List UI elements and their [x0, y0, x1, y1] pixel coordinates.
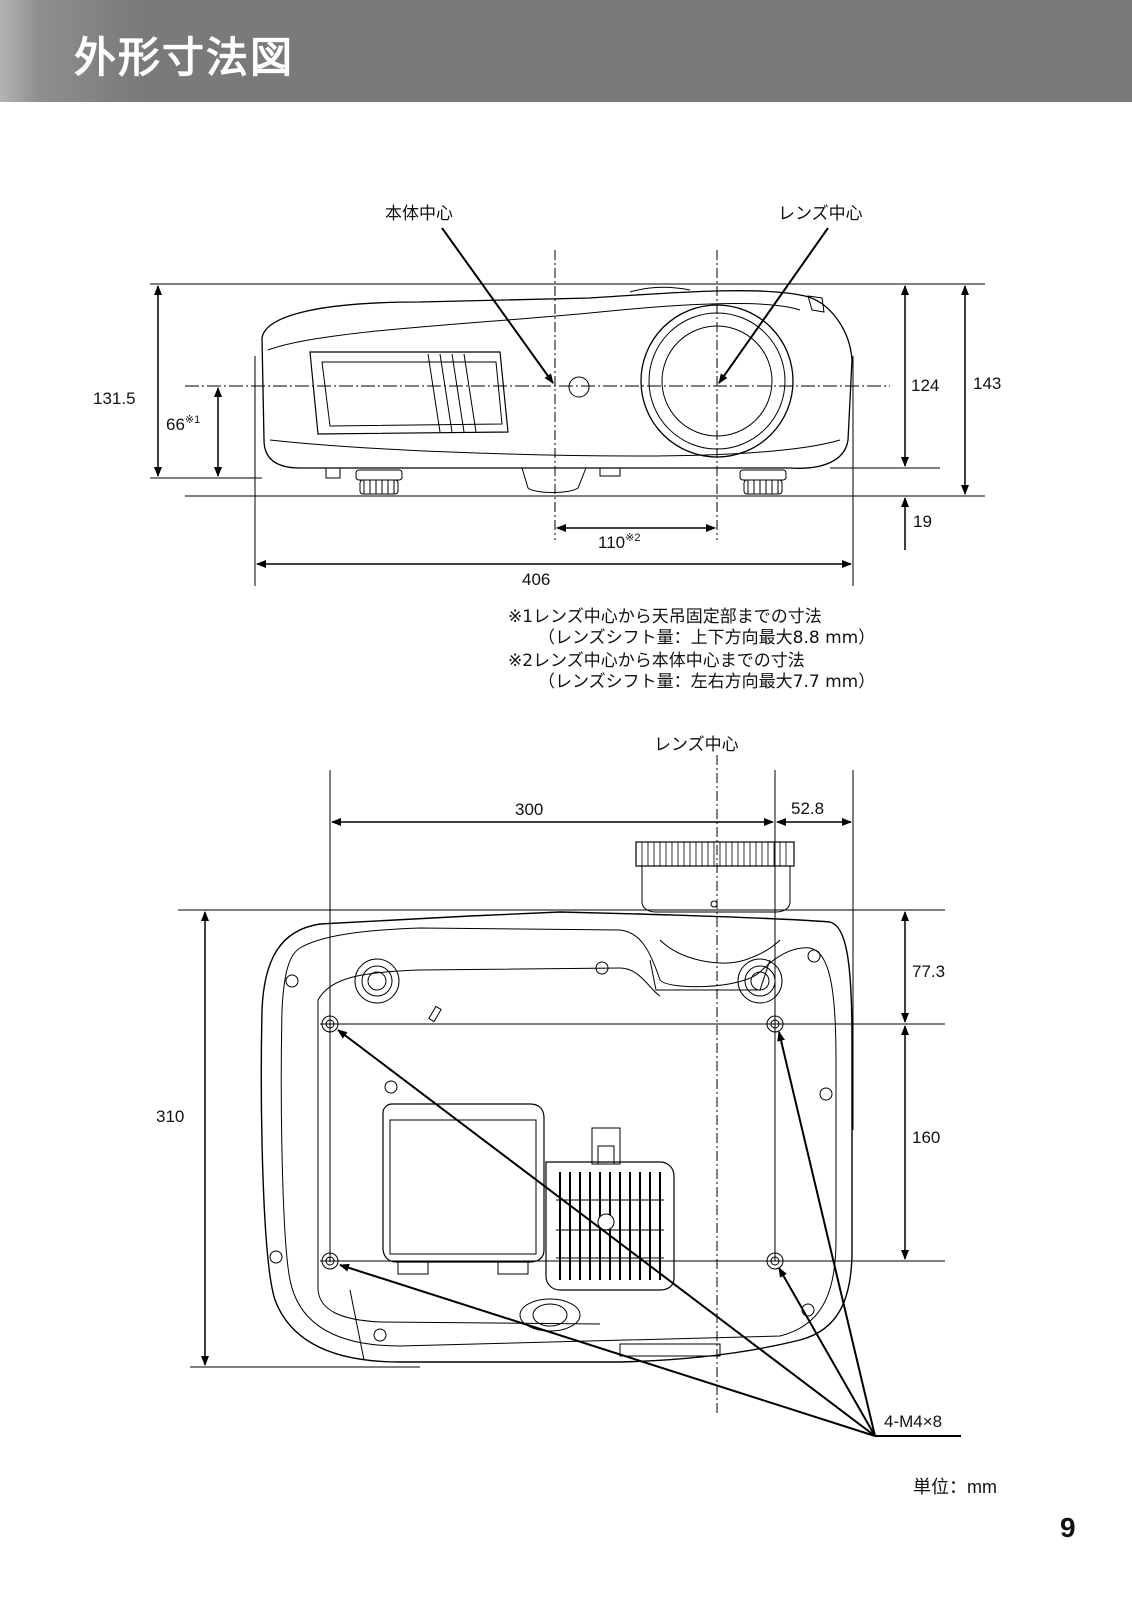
dim-310: 310	[156, 1107, 185, 1126]
page-title: 外形寸法図	[74, 33, 295, 82]
dim-66-note: ※1	[184, 414, 201, 426]
dim-52-8: 52.8	[791, 799, 825, 818]
dim-110: 110※2	[598, 532, 641, 553]
header-bar: 外形寸法図	[0, 0, 1132, 102]
note-2-line-2: （レンズシフト量：左右方向最大7.7 mm）	[538, 672, 876, 692]
bottom-view	[178, 755, 961, 1437]
unit-label: 単位：mm	[913, 1477, 997, 1497]
screw-spec-label: 4-M4×8	[884, 1412, 943, 1431]
note-1-line-2: （レンズシフト量：上下方向最大8.8 mm）	[538, 628, 876, 648]
front-view	[150, 227, 985, 586]
dim-19: 19	[913, 512, 932, 531]
dim-124: 124	[911, 376, 940, 395]
dim-131-5: 131.5	[93, 389, 136, 408]
note-1-line-1: ※1レンズ中心から天吊固定部までの寸法	[508, 607, 822, 627]
page-number: 9	[1060, 1512, 1076, 1543]
label-lens-center-front: レンズ中心	[778, 204, 863, 223]
dim-300: 300	[515, 800, 544, 819]
label-lens-center-bottom: レンズ中心	[654, 735, 739, 754]
label-body-center: 本体中心	[385, 204, 453, 223]
dim-66: 66※1	[166, 414, 201, 435]
dim-110-value: 110	[598, 533, 626, 552]
dim-66-value: 66	[166, 415, 185, 434]
dim-406: 406	[522, 570, 551, 589]
note-2-line-1: ※2レンズ中心から本体中心までの寸法	[508, 651, 805, 671]
dim-160: 160	[912, 1128, 941, 1147]
dim-110-note: ※2	[625, 532, 641, 544]
dim-77-3: 77.3	[912, 962, 946, 981]
dim-143: 143	[973, 374, 1002, 393]
